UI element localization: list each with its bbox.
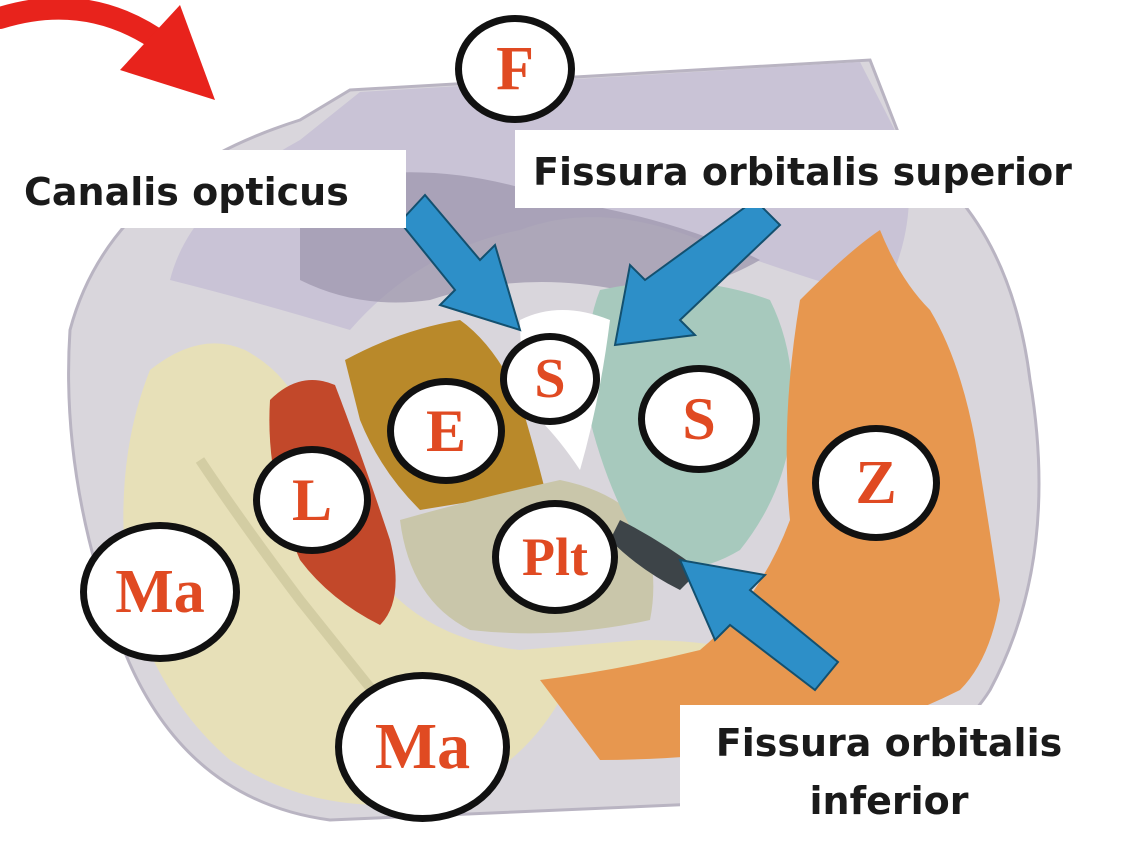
red-curved-arrow [0,9,165,45]
label-canalis-opticus: Canalis opticus [4,150,406,228]
badge-sphenoid-minor: S [500,333,600,425]
badge-palatine: Plt [492,500,618,614]
badge-frontal: F [455,15,575,123]
badge-zygomatic: Z [812,425,940,541]
badge-maxilla-left: Ma [80,522,240,662]
badge-maxilla-bottom: Ma [335,672,510,822]
badge-sphenoid-major: S [638,365,760,473]
label-fissura-inferior-line1: Fissura orbitalis [680,721,1098,765]
label-fissura-inferior-line2: inferior [680,779,1098,823]
badge-lacrimal: L [253,446,371,554]
label-fissura-orbitalis-inferior: Fissura orbitalis inferior [680,705,1098,845]
label-fissura-orbitalis-superior: Fissura orbitalis superior [515,130,1130,208]
badge-ethmoid: E [387,378,505,484]
